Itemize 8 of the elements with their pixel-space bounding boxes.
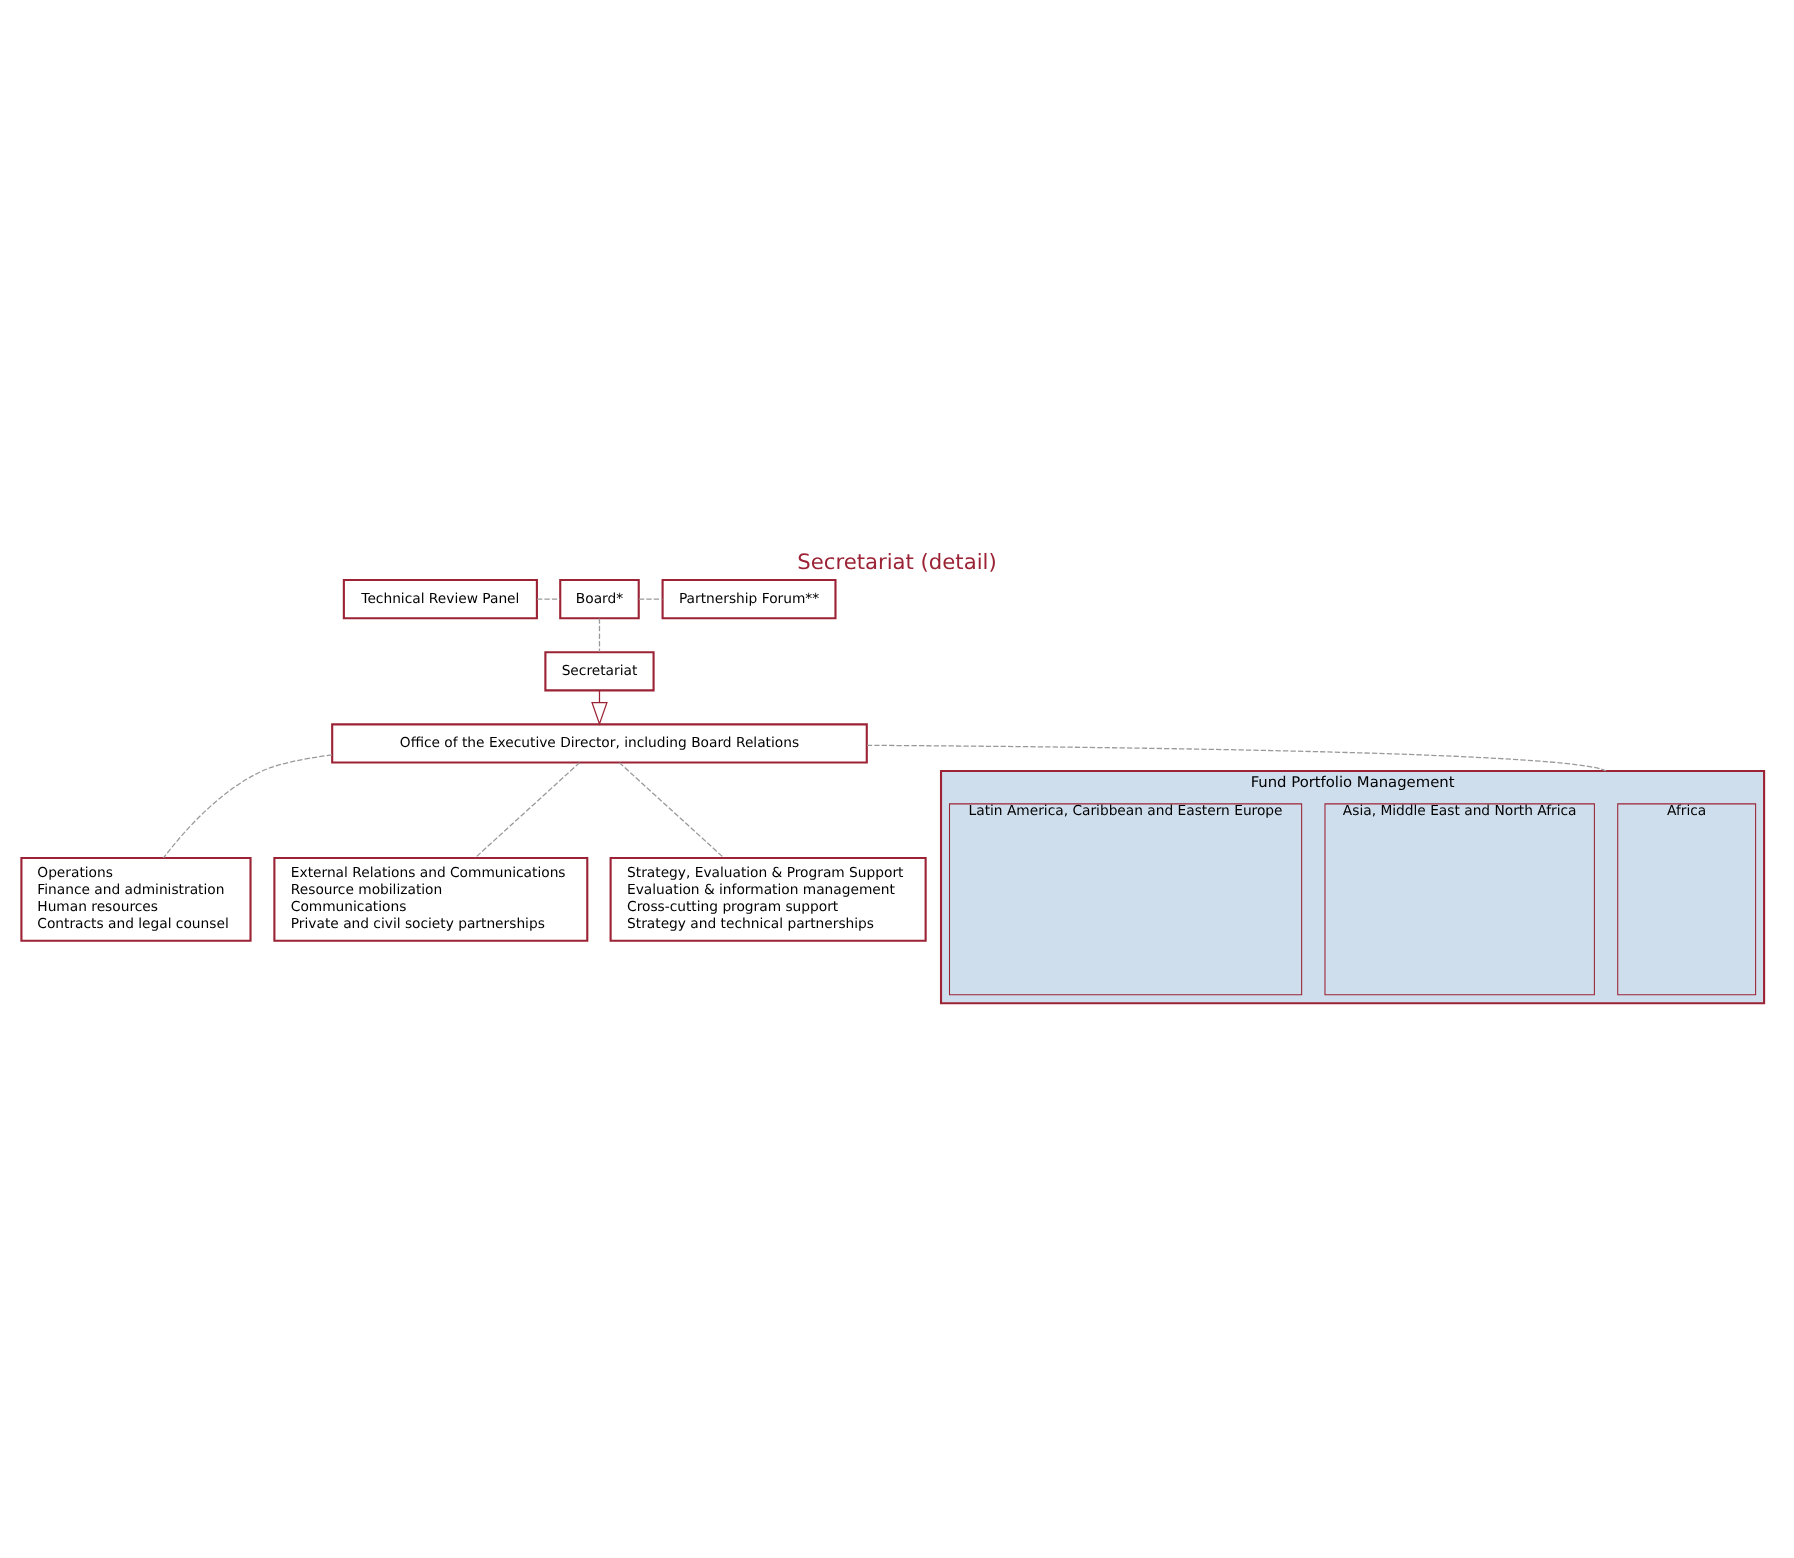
connector [638, 597, 664, 599]
connector [598, 616, 601, 652]
connector [618, 761, 725, 858]
diagram-title: Secretariat (detail) [797, 550, 997, 575]
connector [866, 743, 1607, 771]
connector [162, 753, 333, 858]
connector [474, 761, 581, 858]
connector [536, 597, 561, 599]
